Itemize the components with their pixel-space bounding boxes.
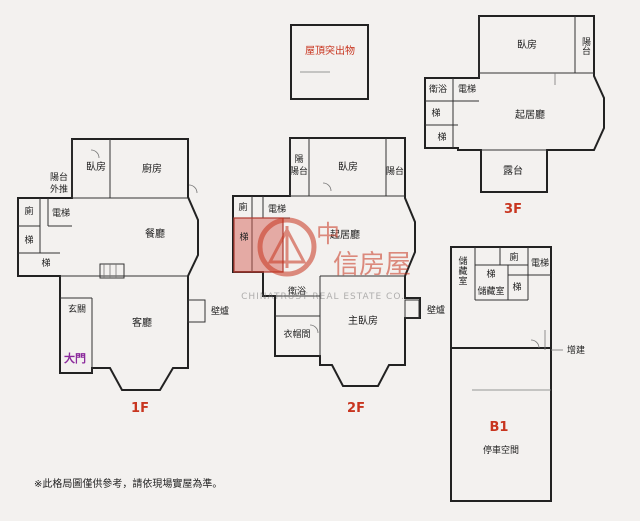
floor-1-stairs-top-label: 梯 xyxy=(24,234,33,246)
watermark: 中 信房屋 CHINATRUST REAL ESTATE CO. xyxy=(241,217,411,302)
watermark-cn-bottom: 信房屋 xyxy=(333,250,411,280)
floor-1-foyer-label: 玄關 xyxy=(68,303,86,315)
floor-1-toilet-label: 廁 xyxy=(24,205,33,217)
floor-1-living-label: 客廳 xyxy=(132,316,152,329)
floor-2-bedroom-label: 臥房 xyxy=(338,160,358,173)
basement-level-label: B1 xyxy=(490,420,509,435)
basement-storage-label-3: 室 xyxy=(458,275,467,287)
basement-addition-label: 增建 xyxy=(567,344,585,356)
floor-3-stairs-top-label: 梯 xyxy=(431,107,440,119)
basement-storage-label-1: 儲 xyxy=(458,255,467,267)
floor-2-elevator-label: 電梯 xyxy=(268,203,286,215)
floor-1-stairs-bottom-label: 梯 xyxy=(41,257,50,269)
floor-3-bath-label: 衛浴 xyxy=(429,83,447,95)
floor-2-fireplace-label: 壁爐 xyxy=(427,304,445,316)
basement-storage-2-label: 儲藏室 xyxy=(477,285,504,297)
floor-2-balcony-left-label-1: 陽 xyxy=(294,154,303,165)
basement-toilet-label: 廁 xyxy=(509,251,518,263)
watermark-en: CHINATRUST REAL ESTATE CO. xyxy=(241,292,405,302)
floor-2-toilet-label: 廁 xyxy=(238,201,247,213)
floor-2-fireplace xyxy=(404,299,420,319)
floor-2-plan: 陽 陽台 臥房 陽台 廁 電梯 梯 起居廳 衛浴 衣帽間 主臥房 壁爐 2F xyxy=(232,137,445,416)
main-door-label: 大門 xyxy=(64,351,86,365)
floor-3-elevator-label: 電梯 xyxy=(458,83,476,95)
basement-parking-label: 停車空間 xyxy=(483,444,519,456)
floor-2-balcony-left-label: 陽台 xyxy=(290,165,308,177)
footnote: ※此格局圖僅供參考，請依現場實屋為準。 xyxy=(34,477,222,490)
basement-upper-block xyxy=(450,246,552,349)
floor-3-bedroom-label: 臥房 xyxy=(517,38,537,51)
floor-3-plan: 臥房 陽台 衛浴 電梯 梯 起居廳 梯 露台 3F xyxy=(424,15,605,217)
floor-3-level-label: 3F xyxy=(504,202,522,217)
floor-3-terrace-label: 露台 xyxy=(503,164,523,177)
basement-plan: 儲 藏 室 廁 電梯 梯 儲藏室 梯 增建 B1 停車空間 xyxy=(450,246,585,502)
floor-2-bath-label: 衛浴 xyxy=(288,285,306,297)
basement-elevator-label: 電梯 xyxy=(531,257,549,269)
floor-1-elevator-label: 電梯 xyxy=(52,207,70,219)
roof-plan: 屋頂突出物 xyxy=(290,24,369,100)
floor-2-stairs-label: 梯 xyxy=(239,231,248,243)
floor-3-outline xyxy=(424,15,605,193)
watermark-cn-top: 中 xyxy=(316,220,340,248)
floor-2-master-label: 主臥房 xyxy=(348,314,378,327)
basement-stairs-a-label: 梯 xyxy=(486,268,495,280)
floor-1-plan: 臥房 廚房 陽台 外推 廁 電梯 梯 餐廳 梯 玄關 客廳 壁爐 大門 1F xyxy=(17,138,229,416)
basement-stairs-b-label: 梯 xyxy=(512,281,521,293)
floor-1-level-label: 1F xyxy=(131,401,149,416)
roof-structure-outline xyxy=(290,24,369,100)
floor-1-fireplace-label: 壁爐 xyxy=(211,305,229,317)
floor-1-dining-label: 餐廳 xyxy=(145,227,165,240)
watermark-logo-icon xyxy=(257,217,317,277)
floor-3-stairs-bottom-label: 梯 xyxy=(437,131,446,143)
floor-1-fireplace xyxy=(187,299,206,323)
floor-1-outline xyxy=(17,138,199,391)
floor-2-closet-label: 衣帽間 xyxy=(283,328,310,340)
floor-2-living-label: 起居廳 xyxy=(330,228,360,241)
floor-3-balcony-label: 陽台 xyxy=(580,37,591,56)
floor-1-kitchen-label: 廚房 xyxy=(142,162,162,175)
floor-2-balcony-right-label: 陽台 xyxy=(386,165,404,177)
floor-3-living-label: 起居廳 xyxy=(515,108,545,121)
roof-structure-label: 屋頂突出物 xyxy=(305,44,355,57)
floor-2-level-label: 2F xyxy=(347,401,365,416)
floor-1-balcony-label-2: 外推 xyxy=(50,183,68,195)
floor-1-balcony-label-1: 陽台 xyxy=(50,171,68,183)
floor-1-bedroom-label: 臥房 xyxy=(86,160,106,173)
basement-storage-label-2: 藏 xyxy=(458,265,467,277)
